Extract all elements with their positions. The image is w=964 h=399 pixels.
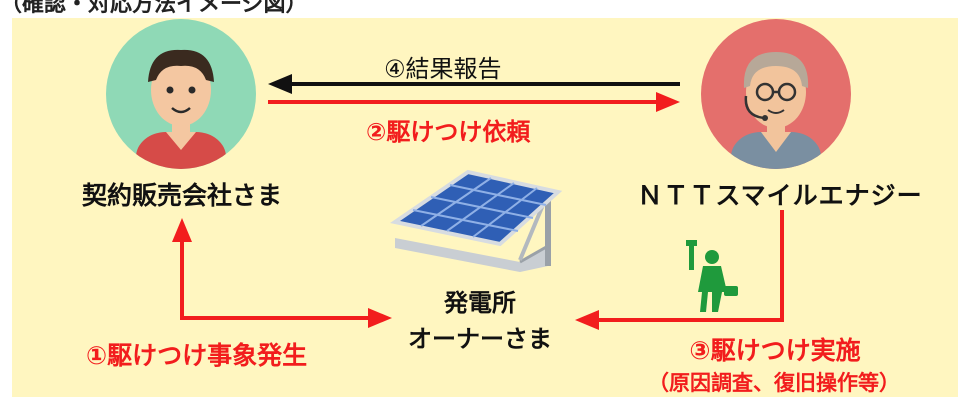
solar-panel-icon	[390, 169, 563, 272]
left-actor-name: 契約販売会社さま	[81, 181, 282, 210]
right-actor-name: ＮＴＴスマイルエナジー	[637, 181, 923, 210]
step3-sublabel: （原因調査、復旧操作等）	[648, 371, 900, 395]
center-actor-name-line2: オーナーさま	[408, 325, 552, 353]
arrow-step3-dispatch	[575, 210, 784, 330]
arrow-step4-result-report	[268, 74, 680, 94]
step1-label: ①駆けつけ事象発生	[86, 341, 308, 370]
field-worker-icon	[686, 240, 738, 312]
step2-label: ②駆けつけ依頼	[366, 118, 531, 146]
center-actor-name-line1: 発電所	[444, 289, 516, 317]
arrow-step1-incident	[172, 218, 392, 328]
step3-label: ③駆けつけ実施	[689, 336, 861, 365]
header-partial-text: （確認・対応方法イメージ図）	[0, 0, 308, 14]
arrow-step2-request	[268, 92, 680, 112]
left-person-avatar-icon	[106, 19, 256, 169]
step4-label: ④結果報告	[384, 55, 502, 83]
right-operator-headset-avatar-icon	[701, 19, 851, 169]
